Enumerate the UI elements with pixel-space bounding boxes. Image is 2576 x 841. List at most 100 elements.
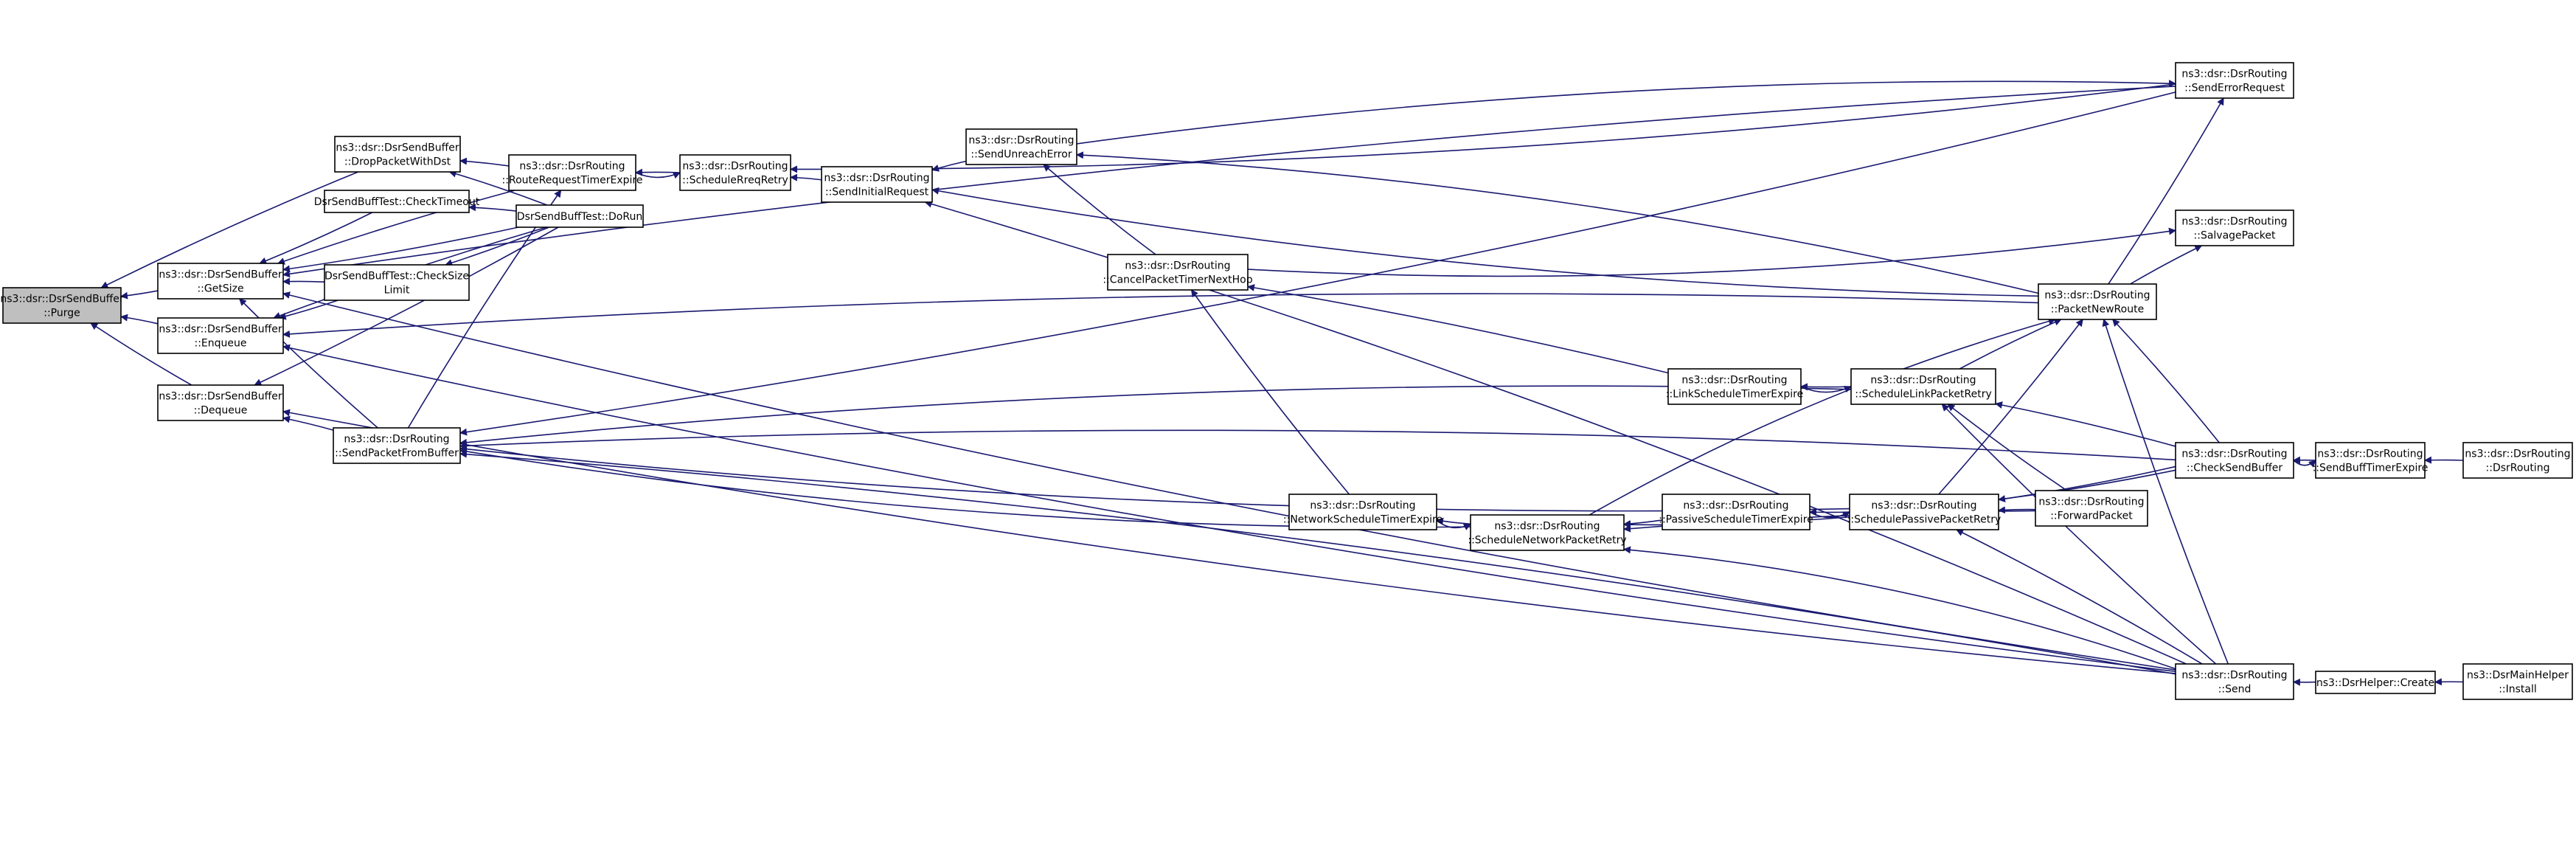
node-schedreq[interactable]: ns3::dsr::DsrRouting::ScheduleRreqRetry <box>679 154 791 191</box>
edge-checktimeout-to-getsize <box>259 212 373 265</box>
node-box <box>334 136 461 173</box>
edge-pktnewroute-to-sendinit <box>931 187 2039 297</box>
node-pktnewroute[interactable]: ns3::dsr::DsrRouting::PacketNewRoute <box>2038 283 2157 320</box>
node-label: ::Dequeue <box>194 405 248 417</box>
node-cancelpkt[interactable]: ns3::dsr::DsrRouting::CancelPacketTimerN… <box>1103 254 1253 291</box>
edge-sendunreach-to-sendinit <box>931 160 967 172</box>
edge-cancelpkt-to-salvage <box>1247 227 2176 277</box>
node-purge[interactable]: ns3::dsr::DsrSendBuffer::Purge <box>0 287 124 324</box>
node-box <box>1667 368 1802 405</box>
node-label: ns3::dsr::DsrRouting <box>1683 500 1788 512</box>
node-label: ns3::dsr::DsrRouting <box>968 135 1074 147</box>
node-box <box>1470 514 1625 551</box>
edge-rrtimer-to-droppacket <box>459 157 510 167</box>
edge-send-to-schedlink <box>1941 404 2217 665</box>
node-rrtimer[interactable]: ns3::dsr::DsrRouting::RouteRequestTimerE… <box>502 154 643 191</box>
node-sendinit[interactable]: ns3::dsr::DsrRouting::SendInitialRequest <box>821 166 933 203</box>
node-dorun[interactable]: DsrSendBuffTest::DoRun <box>515 204 644 228</box>
node-label: ns3::dsr::DsrRouting <box>1125 260 1230 272</box>
edge-checksendbuf-to-schedlink <box>1995 401 2176 447</box>
node-box <box>157 317 284 354</box>
edge-dorun-to-dequeue <box>254 226 559 386</box>
node-schedpass[interactable]: ns3::dsr::DsrRouting::SchedulePassivePac… <box>1847 494 2002 530</box>
node-helpercreate[interactable]: ns3::DsrHelper::Create <box>2315 671 2436 694</box>
node-label: ns3::dsr::DsrRouting <box>2038 496 2144 508</box>
edge-netsched-to-cancelpkt <box>1190 289 1350 495</box>
node-label: ::SchedulePassivePacketRetry <box>1847 514 2002 526</box>
edge-passched-to-schednet <box>1623 519 1663 527</box>
edge-senderr-to-schedreq <box>790 83 2176 173</box>
node-dsrrouting[interactable]: ns3::dsr::DsrRouting::DsrRouting <box>2462 442 2573 479</box>
edge-dorun-to-getsize <box>282 226 519 273</box>
node-box <box>2462 442 2573 479</box>
node-send[interactable]: ns3::dsr::DsrRouting::Send <box>2175 663 2294 700</box>
node-netsched[interactable]: ns3::dsr::DsrRouting::NetworkScheduleTim… <box>1283 494 1443 530</box>
node-label: ns3::dsr::DsrSendBuffer <box>0 294 123 305</box>
node-box <box>1662 494 1811 530</box>
node-label: ns3::dsr::DsrRouting <box>2317 449 2423 460</box>
edge-cancelpkt-to-sendunreach <box>1043 164 1156 255</box>
node-fwdpkt[interactable]: ns3::dsr::DsrRouting::ForwardPacket <box>2035 490 2148 527</box>
node-label: ns3::dsr::DsrRouting <box>824 173 929 184</box>
node-label: ns3::dsr::DsrRouting <box>2181 449 2287 460</box>
node-box <box>2175 210 2294 246</box>
node-box <box>157 384 284 421</box>
edge-fwdpkt-to-schedpass <box>1998 506 2036 514</box>
node-checksendbuf[interactable]: ns3::dsr::DsrRouting::CheckSendBuffer <box>2175 442 2294 479</box>
node-schedlink[interactable]: ns3::dsr::DsrRouting::ScheduleLinkPacket… <box>1850 368 1996 405</box>
edge-checksendbuf-to-schedpass <box>1998 469 2176 503</box>
node-label: ::PacketNewRoute <box>2051 304 2144 316</box>
edge-send-to-sendfrombuf <box>459 450 2176 675</box>
edge-rrtimer-to-getsize <box>277 190 515 265</box>
node-box <box>2462 663 2573 700</box>
edge-sendinit-to-schedreq <box>790 173 822 181</box>
edge-linksched-to-cancelpkt <box>1247 284 1669 374</box>
node-getsize[interactable]: ns3::dsr::DsrSendBuffer::GetSize <box>157 263 284 300</box>
node-label: ::Enqueue <box>194 338 246 350</box>
node-label: DsrSendBuffTest::CheckSize <box>324 271 469 283</box>
node-label: ::Send <box>2218 684 2252 696</box>
node-mainhelper[interactable]: ns3::DsrMainHelper::Install <box>2462 663 2573 700</box>
node-sendbufftimer[interactable]: ns3::dsr::DsrRouting::SendBuffTimerExpir… <box>2313 442 2429 479</box>
node-label: ::SendErrorRequest <box>2184 83 2285 94</box>
node-label: ns3::DsrHelper::Create <box>2316 677 2434 689</box>
node-dequeue[interactable]: ns3::dsr::DsrSendBuffer::Dequeue <box>157 384 284 421</box>
node-salvage[interactable]: ns3::dsr::DsrRouting::SalvagePacket <box>2175 210 2294 246</box>
edge-droppacket-to-purge <box>100 171 359 288</box>
node-senderr[interactable]: ns3::dsr::DsrRouting::SendErrorRequest <box>2175 62 2294 99</box>
node-sendunreach[interactable]: ns3::dsr::DsrRouting::SendUnreachError <box>965 128 1077 165</box>
edge-checksizelimit-to-getsize <box>282 277 325 285</box>
node-linksched[interactable]: ns3::dsr::DsrRouting::LinkScheduleTimerE… <box>1666 368 1803 405</box>
node-schednet[interactable]: ns3::dsr::DsrRouting::ScheduleNetworkPac… <box>1468 514 1627 551</box>
edge-senderr-to-getsize <box>282 86 2176 278</box>
edge-schednet-to-pktnewroute <box>1589 317 2056 516</box>
edge-sendunreach-to-senderr <box>1076 80 2176 145</box>
node-label: ns3::dsr::DsrRouting <box>519 161 625 173</box>
node-box <box>965 128 1077 165</box>
edge-dequeue-to-purge <box>90 322 192 386</box>
node-box <box>333 427 461 464</box>
node-label: ns3::dsr::DsrRouting <box>1871 500 1976 512</box>
node-enqueue[interactable]: ns3::dsr::DsrSendBuffer::Enqueue <box>157 317 284 354</box>
node-label: ns3::dsr::DsrRouting <box>1494 521 1600 533</box>
node-box <box>1107 254 1249 291</box>
edge-schedpass-to-sendfrombuf <box>459 445 1850 512</box>
node-label: ::ScheduleNetworkPacketRetry <box>1468 535 1626 547</box>
node-checktimeout[interactable]: DsrSendBuffTest::CheckTimeout <box>314 190 480 213</box>
node-droppacket[interactable]: ns3::dsr::DsrSendBuffer::DropPacketWithD… <box>334 136 461 173</box>
node-label: ::Install <box>2499 684 2537 696</box>
node-passched[interactable]: ns3::dsr::DsrRouting::PassiveScheduleTim… <box>1659 494 1813 530</box>
edge-send-to-enqueue <box>282 344 2176 673</box>
node-label: ::SendInitialRequest <box>825 187 929 198</box>
edge-rrtimer-to-schedreq <box>635 171 681 179</box>
node-label: ::CheckSendBuffer <box>2187 463 2282 474</box>
node-label: ns3::dsr::DsrRouting <box>1870 375 1976 387</box>
edge-dorun-to-checktimeout <box>468 204 517 212</box>
node-box <box>2 287 122 324</box>
edge-send-to-getsize <box>282 291 2176 671</box>
node-sendfrombuf[interactable]: ns3::dsr::DsrRouting::SendPacketFromBuff… <box>333 427 461 464</box>
edge-pktnewroute-to-sendunreach <box>1076 151 2039 294</box>
edge-getsize-to-purge <box>120 290 159 300</box>
